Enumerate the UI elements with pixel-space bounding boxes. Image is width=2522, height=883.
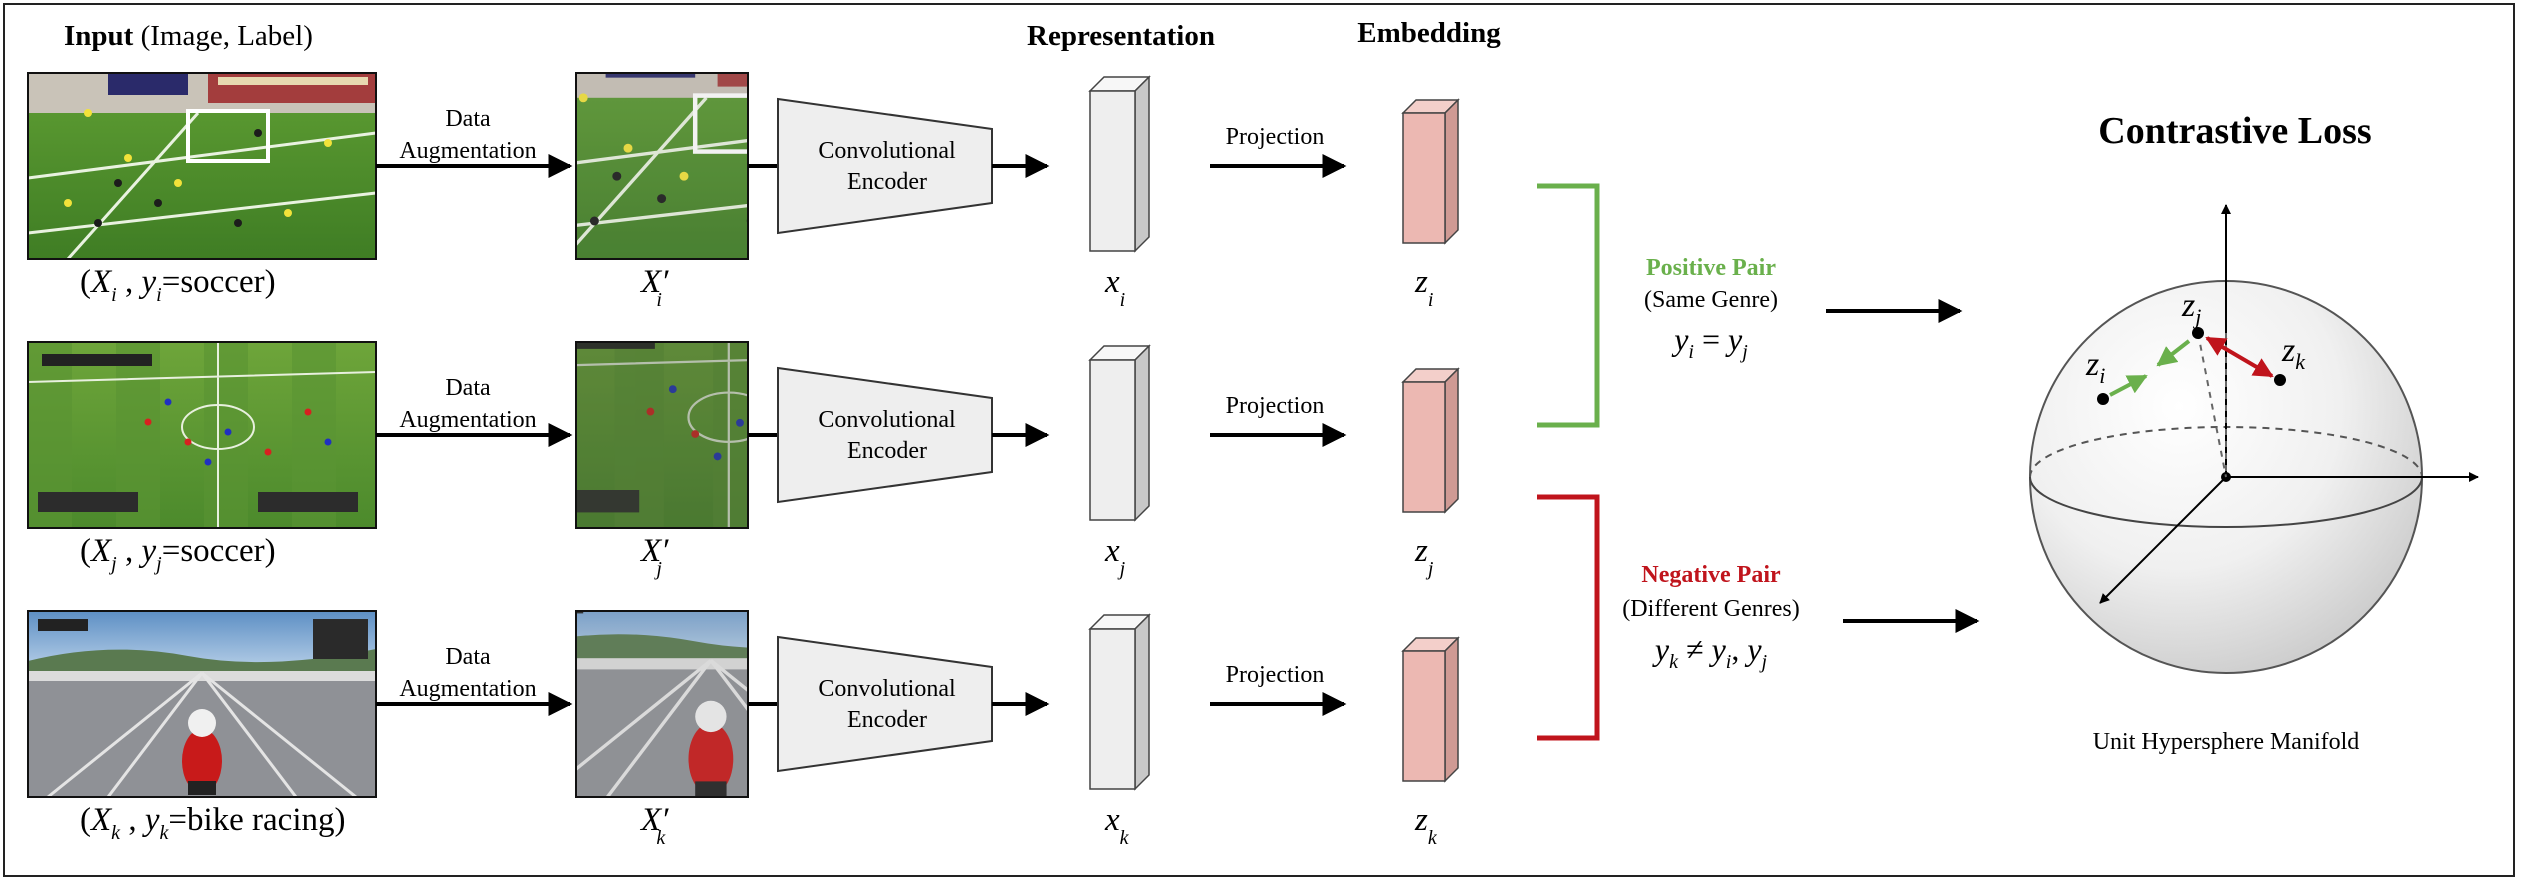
input-label: (Xi , yi=soccer)	[80, 264, 276, 306]
encoder-label-line1: Convolutional	[818, 407, 956, 433]
axis-y	[2099, 476, 2227, 604]
input-header: Input (Image, Label)	[64, 20, 313, 52]
embedding-vector	[1402, 381, 1446, 513]
augmented-image	[576, 342, 748, 528]
augmented-image	[576, 73, 748, 259]
positive-pair-title: Positive Pair	[1646, 255, 1776, 281]
augmented-image	[576, 611, 748, 797]
negative-pair-title: Negative Pair	[1641, 562, 1781, 588]
convolutional-encoder	[777, 366, 993, 504]
embedding-header: Embedding	[1357, 17, 1501, 49]
contrastive-loss-title: Contrastive Loss	[2098, 110, 2371, 152]
augmentation-label-line1: Data	[445, 644, 491, 670]
zj-dashed-line	[2197, 332, 2227, 478]
point-zj	[2192, 327, 2204, 339]
embedding-vector	[1402, 650, 1446, 782]
representation-label: xj	[1104, 533, 1126, 580]
input-label: (Xk , yk=bike racing)	[80, 802, 346, 844]
input-image	[26, 609, 378, 799]
augmented-label: X′j	[639, 533, 669, 580]
input-image	[26, 71, 378, 261]
embedding-label: zk	[1414, 802, 1438, 849]
encoder-label-line2: Encoder	[847, 169, 927, 195]
input-image	[27, 341, 377, 529]
positive-pair-subtitle: (Same Genre)	[1644, 287, 1778, 313]
encoder-label-line1: Convolutional	[818, 138, 956, 164]
augmented-label: X′k	[639, 802, 669, 849]
positive-bracket	[1537, 183, 1600, 428]
representation-vector	[1089, 90, 1136, 252]
input-label: (Xj , yj=soccer)	[80, 533, 276, 575]
hypersphere: zi zj zk	[2029, 204, 2479, 674]
label-zk: zk	[2281, 332, 2306, 374]
representation-header: Representation	[1027, 20, 1215, 52]
representation-label: xi	[1104, 264, 1125, 311]
projection-label: Projection	[1226, 393, 1325, 419]
augmented-label: X′i	[639, 264, 669, 311]
pull-arrow-zj	[2156, 339, 2191, 367]
augmentation-label-line1: Data	[445, 106, 491, 132]
embedding-label: zj	[1414, 533, 1434, 580]
negative-pair-equation: yk ≠ yi, yj	[1652, 631, 1768, 673]
encoder-label-line1: Convolutional	[818, 676, 956, 702]
sphere-equator-front	[2029, 476, 2423, 528]
negative-pair-subtitle: (Different Genres)	[1622, 596, 1799, 622]
sphere-caption: Unit Hypersphere Manifold	[2093, 729, 2360, 755]
pull-arrow-zi	[2109, 374, 2148, 397]
representation-label: xk	[1104, 802, 1130, 849]
embedding-label: zi	[1414, 264, 1433, 311]
augmentation-label-line1: Data	[445, 375, 491, 401]
embedding-vector	[1402, 112, 1446, 244]
representation-vector	[1089, 628, 1136, 790]
label-zi: zi	[2085, 346, 2105, 388]
point-zk	[2274, 374, 2286, 386]
push-arrow-zj-zk	[2205, 336, 2274, 378]
augmentation-label-line2: Augmentation	[399, 138, 536, 164]
encoder-label-line2: Encoder	[847, 438, 927, 464]
representation-vector	[1089, 359, 1136, 521]
positive-pair-equation: yi = yj	[1671, 321, 1748, 363]
projection-label: Projection	[1226, 662, 1325, 688]
point-zi	[2097, 393, 2109, 405]
figure-border	[3, 3, 2515, 877]
label-zj: zj	[2181, 287, 2201, 329]
augmentation-label-line2: Augmentation	[399, 676, 536, 702]
augmentation-label-line2: Augmentation	[399, 407, 536, 433]
convolutional-encoder	[777, 97, 993, 235]
negative-bracket	[1537, 494, 1600, 741]
projection-label: Projection	[1226, 124, 1325, 150]
encoder-label-line2: Encoder	[847, 707, 927, 733]
convolutional-encoder	[777, 635, 993, 773]
